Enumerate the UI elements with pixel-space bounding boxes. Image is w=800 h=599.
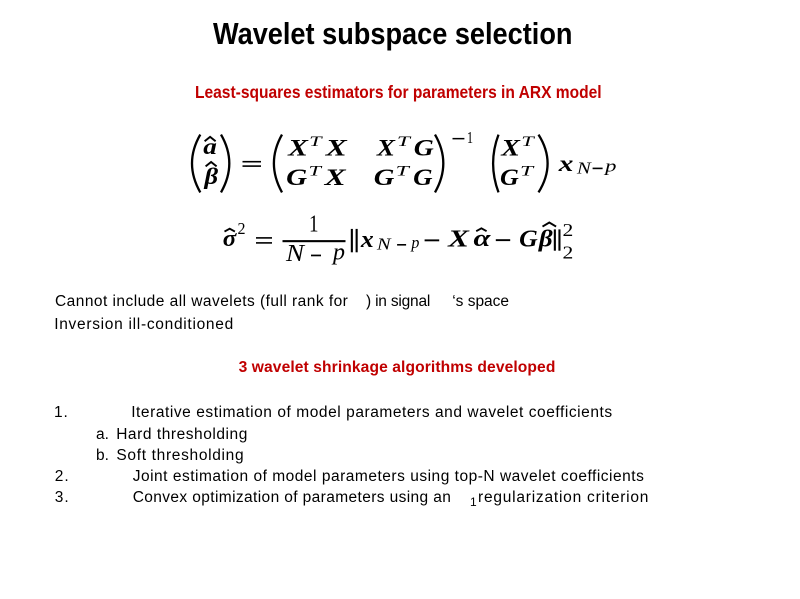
- svg-text:G: G: [519, 225, 538, 252]
- svg-text:T: T: [309, 163, 324, 179]
- svg-text:G: G: [286, 165, 307, 191]
- svg-text:1: 1: [309, 211, 319, 238]
- svg-text:T: T: [520, 163, 536, 179]
- svg-text:T: T: [396, 163, 412, 179]
- svg-text:p: p: [331, 239, 345, 266]
- svg-text:T: T: [309, 134, 324, 150]
- svg-text:G: G: [414, 136, 434, 162]
- svg-text:G: G: [500, 165, 519, 191]
- svg-text:α: α: [474, 225, 491, 252]
- svg-text:X: X: [376, 136, 397, 162]
- svg-text:x: x: [558, 151, 574, 177]
- svg-text:N: N: [576, 158, 593, 177]
- svg-text:x: x: [360, 226, 374, 253]
- svg-text:T: T: [521, 134, 536, 150]
- svg-text:T: T: [397, 134, 413, 150]
- svg-text:σ: σ: [223, 226, 238, 252]
- svg-text:G: G: [374, 165, 395, 191]
- svg-text:2: 2: [238, 219, 246, 238]
- svg-text:X: X: [500, 136, 521, 162]
- svg-text:X: X: [287, 136, 310, 162]
- svg-text:1: 1: [467, 128, 473, 147]
- svg-text:X: X: [323, 165, 347, 191]
- svg-text:N: N: [285, 240, 306, 267]
- svg-text:2: 2: [563, 220, 574, 240]
- svg-text:p: p: [410, 233, 419, 252]
- svg-text:β: β: [538, 225, 553, 252]
- svg-text:G: G: [413, 165, 432, 191]
- svg-text:β: β: [203, 164, 218, 189]
- svg-text:2: 2: [563, 243, 574, 263]
- svg-text:X: X: [447, 226, 470, 253]
- svg-text:p: p: [604, 157, 617, 176]
- svg-text:N: N: [376, 234, 393, 253]
- svg-text:X: X: [324, 136, 348, 162]
